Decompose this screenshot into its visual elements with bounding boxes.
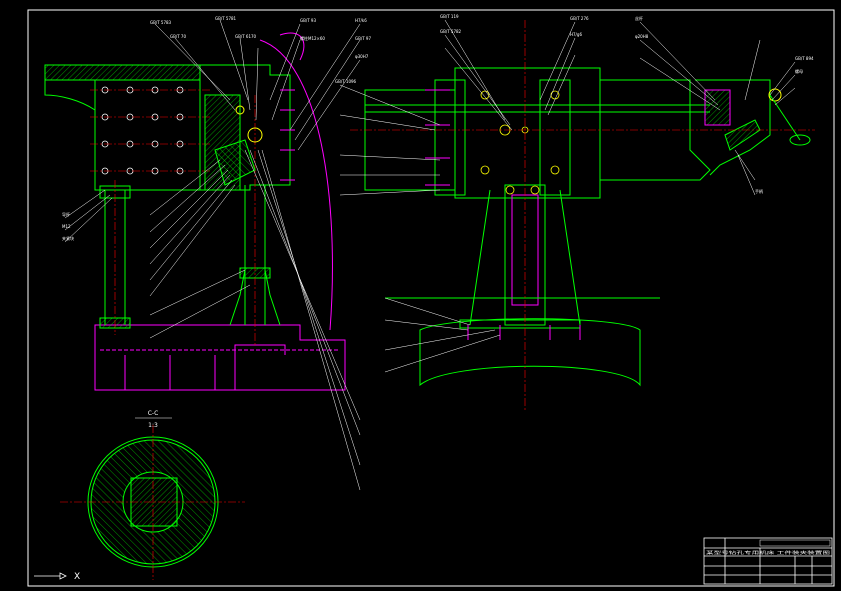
left-callout-10: M12 [62,224,71,229]
fixture-body-right [364,67,711,387]
left-callout-1: GB/T 70 [170,34,186,39]
sheet-frame [27,9,835,587]
title-block-drawing-title: 某型号钻孔专用机床 工件装夹装置图 [706,549,830,555]
title-block-frame [703,537,833,585]
section-title: C-C [148,410,159,417]
left-leaders [64,19,361,491]
section-c-c[interactable]: C-C 1:3 [60,410,245,580]
right-callout-0: GB/T 119 [440,14,459,19]
right-callout-9: GB/T 1096 [335,79,357,84]
left-callout-4: GB/T 93 [300,18,316,23]
handwheel-assembly[interactable] [695,79,811,176]
left-callout-7: GB/T 97 [355,36,371,41]
left-callout-3: GB/T 6170 [235,34,257,39]
hole-pattern [101,86,184,175]
right-side-view[interactable] [339,19,815,410]
left-callout-8: φ30H7 [355,54,369,59]
title-block-stamp [759,539,831,547]
left-callout-2: GB/T 5781 [215,16,237,21]
left-callout-5: 螺柱M12×60 [300,35,325,41]
right-callout-2: GB/T 276 [570,16,589,21]
right-callout-6: GB/T 894 [795,56,814,61]
right-callout-5: φ20H8 [635,34,649,39]
upper-frame [44,64,291,329]
left-centerlines [90,89,256,345]
clamp-mechanism[interactable] [204,94,263,191]
right-callout-8: 手柄 [755,188,763,194]
title-block[interactable]: 某型号钻孔专用机床 工件装夹装置图 [703,537,833,585]
fastener-column [280,89,295,181]
right-callout-1: GB/T 5782 [440,29,462,34]
section-centerlines [60,425,245,580]
base-hidden-outline [94,32,346,391]
section-scale: 1:3 [148,422,158,429]
right-callout-3: H7/g6 [570,32,582,37]
left-callout-0: GB/T 5783 [150,20,172,25]
left-callout-11: 夹紧块 [62,235,74,241]
left-callout-9: 导杆 [62,211,70,217]
right-callout-7: 螺母 [795,68,803,74]
right-centerlines [350,20,815,410]
right-leaders [339,19,796,373]
axis-x-label: X [74,572,80,582]
ucs-axis-icon: X [34,572,80,582]
right-bolts [425,89,581,340]
left-front-view[interactable] [44,19,361,491]
right-callout-4: 丝杆 [635,15,643,21]
left-callout-6: H7/k6 [355,18,367,23]
